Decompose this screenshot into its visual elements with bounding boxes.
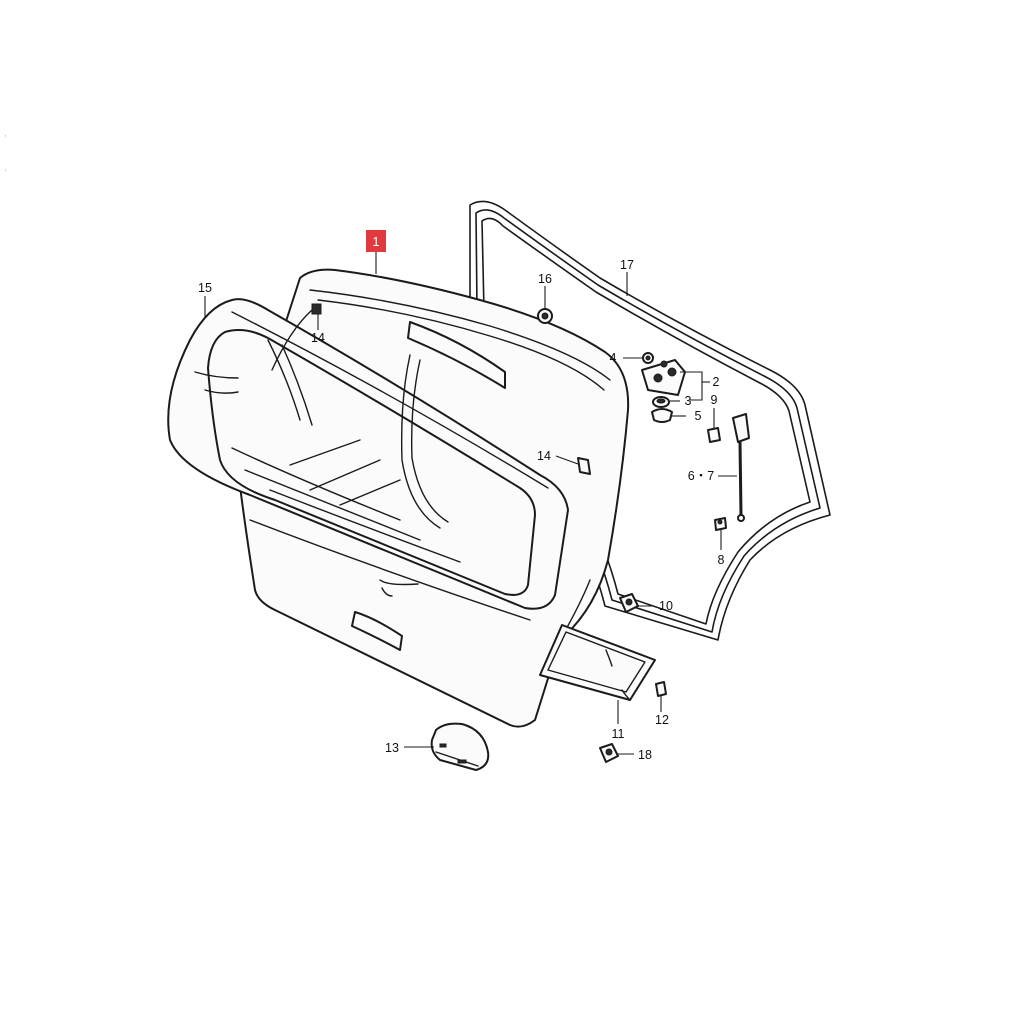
strut-bolt-upper [707,427,721,443]
door-hinge [641,359,686,396]
screw-12 [655,681,667,697]
callout-9: 9 [711,393,718,407]
callout-18: 18 [638,748,652,762]
callout-10: 10 [659,599,673,613]
strut-bolt-lower [714,517,727,531]
callout-14-lower: 14 [537,449,551,463]
callout-1-highlighted[interactable]: 1 [366,230,386,252]
callout-6-7: 6・7 [688,469,714,483]
hinge-nut [652,396,670,408]
callout-17: 17 [620,258,634,272]
margin-mark: , [4,162,7,173]
callout-16: 16 [538,272,552,286]
callout-14-upper: 14 [311,331,325,345]
callout-11: 11 [612,727,625,741]
margin-mark: , [4,128,7,139]
callout-13: 13 [385,741,399,755]
clip-14-upper [271,303,322,371]
rear-glass [167,298,569,610]
grommet-16 [537,308,553,324]
stopper-18 [599,743,619,763]
gas-strut [732,413,750,522]
callout-5: 5 [695,409,702,423]
license-lamp [430,722,490,771]
door-bumper [651,408,673,423]
callout-8: 8 [718,553,725,567]
callout-2: 2 [713,375,720,389]
leader-lines [204,252,737,755]
callout-4: 4 [610,351,617,365]
door-opening-inner [410,359,449,523]
callout-3: 3 [685,394,692,408]
stopper-10 [619,593,639,613]
hinge-bolt [642,352,654,364]
callout-15: 15 [198,281,212,295]
clip-14-lower [577,457,591,475]
license-garnish [539,624,656,701]
door-opening [400,354,441,529]
callout-12: 12 [655,713,669,727]
callout-1: 1 [373,235,380,249]
callout-highlight-box [366,230,386,252]
